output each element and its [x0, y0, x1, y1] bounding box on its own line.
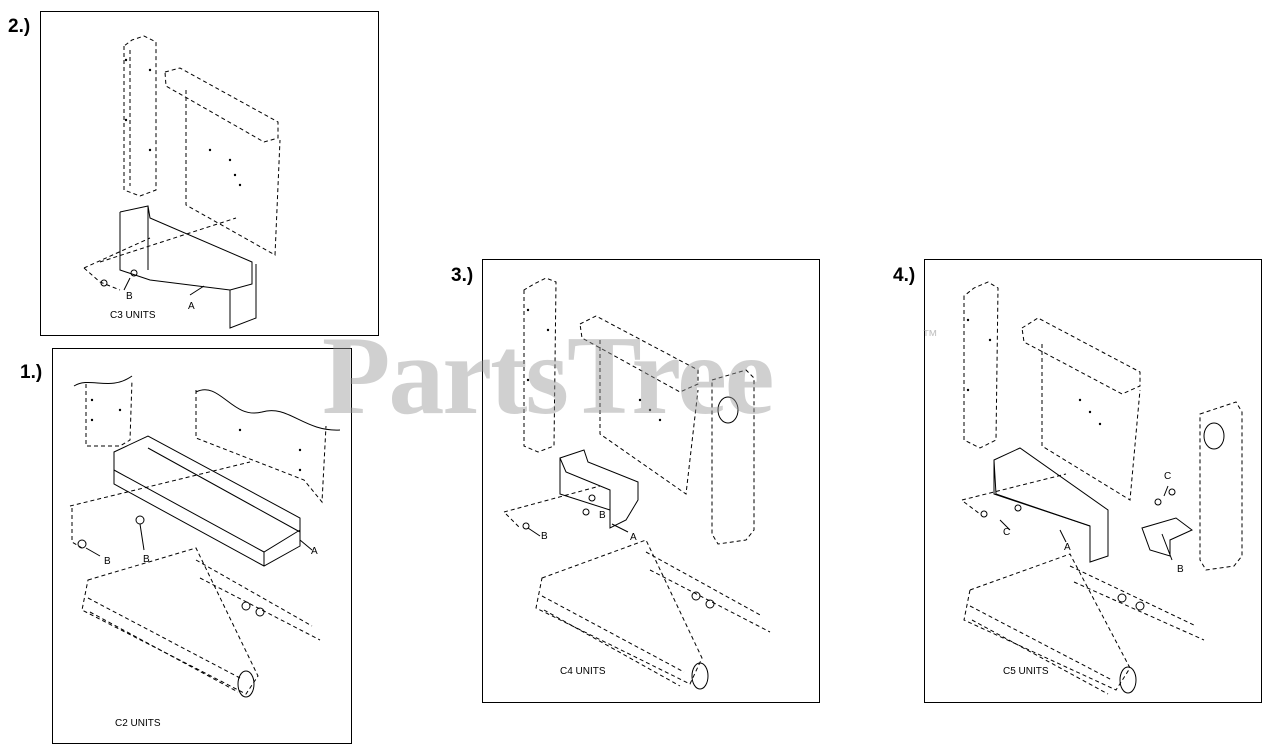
drawing-c3 [83, 35, 281, 329]
callout-c: C [1003, 527, 1011, 538]
callout-a: A [630, 532, 637, 543]
diagram-number-3: 3.) [451, 265, 474, 286]
units-label-c5: C5 UNITS [1003, 666, 1049, 677]
callout-a: A [1064, 542, 1071, 553]
callout-a: A [311, 546, 318, 557]
diagram-panel-2 [40, 11, 379, 336]
drawing-c4 [503, 277, 771, 690]
callout-b: B [104, 556, 111, 567]
units-label-c2: C2 UNITS [115, 718, 161, 729]
callout-b: B [541, 531, 548, 542]
callout-c: C [1164, 471, 1172, 482]
callout-a: A [188, 301, 195, 312]
units-label-c4: C4 UNITS [560, 666, 606, 677]
diagram-number-4: 4.) [893, 265, 916, 286]
diagram-panel-1 [52, 348, 352, 744]
diagram-panel-4 [924, 259, 1262, 703]
diagram-number-1: 1.) [20, 362, 43, 383]
trademark-symbol: ™ [922, 328, 938, 345]
drawing-c5 [961, 281, 1243, 695]
drawing-c2 [69, 375, 341, 698]
callout-b: B [1177, 564, 1184, 575]
units-label-c3: C3 UNITS [110, 310, 156, 321]
diagram-number-2: 2.) [8, 16, 31, 37]
callout-b: B [126, 291, 133, 302]
callout-b: B [599, 510, 606, 521]
callout-b: B [143, 554, 150, 565]
partstree-watermark: PartsTree [322, 314, 775, 438]
